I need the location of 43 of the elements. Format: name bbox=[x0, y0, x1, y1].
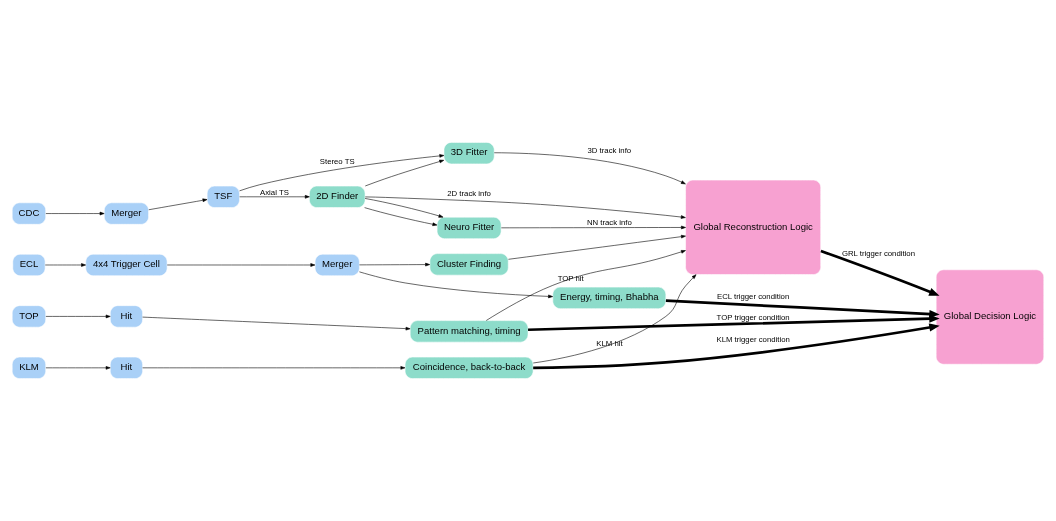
node-box: 2D Finder bbox=[309, 185, 366, 208]
node-box: Global Reconstruction Logic bbox=[685, 179, 822, 275]
node-box: Cluster Finding bbox=[429, 253, 509, 276]
arrow bbox=[166, 263, 316, 267]
arrow bbox=[508, 234, 686, 260]
node-box: Hit bbox=[110, 356, 143, 379]
node-box: KLM bbox=[11, 356, 46, 379]
arrow bbox=[493, 152, 686, 185]
node-box: Global Decision Logic bbox=[935, 269, 1045, 365]
node-box: Merger bbox=[104, 202, 149, 225]
arrow bbox=[532, 274, 697, 364]
arrow bbox=[45, 366, 111, 370]
arrow bbox=[239, 154, 445, 192]
arrow bbox=[485, 250, 686, 321]
arrow bbox=[820, 249, 940, 296]
node-box: 3D Fitter bbox=[443, 142, 495, 165]
arrow bbox=[364, 207, 438, 226]
arrow bbox=[359, 271, 553, 299]
arrow bbox=[45, 211, 105, 216]
node-box: TOP bbox=[11, 305, 46, 328]
node-box: Hit bbox=[110, 305, 143, 328]
arrow bbox=[533, 323, 940, 370]
node-box: TSF bbox=[206, 185, 240, 208]
arrow bbox=[359, 262, 431, 267]
arrow bbox=[364, 198, 444, 218]
node-box: Merger bbox=[314, 253, 360, 277]
arrow bbox=[44, 263, 86, 267]
node-box: ECL bbox=[12, 253, 46, 277]
arrow bbox=[665, 299, 940, 319]
arrow bbox=[148, 198, 208, 211]
arrow bbox=[45, 314, 111, 319]
arrow bbox=[528, 314, 940, 332]
arrow bbox=[239, 195, 310, 199]
node-box: Energy, timing, Bhabha bbox=[552, 286, 667, 309]
arrow bbox=[364, 196, 686, 219]
arrow bbox=[142, 316, 411, 331]
node-box: Pattern matching, timing bbox=[409, 320, 529, 343]
arrow bbox=[364, 159, 445, 187]
node-box: Coincidence, back-to-back bbox=[404, 356, 534, 379]
node-box: CDC bbox=[11, 202, 46, 225]
arrow bbox=[142, 366, 406, 370]
arrow bbox=[501, 225, 686, 230]
node-box: 4x4 Trigger Cell bbox=[85, 253, 168, 277]
